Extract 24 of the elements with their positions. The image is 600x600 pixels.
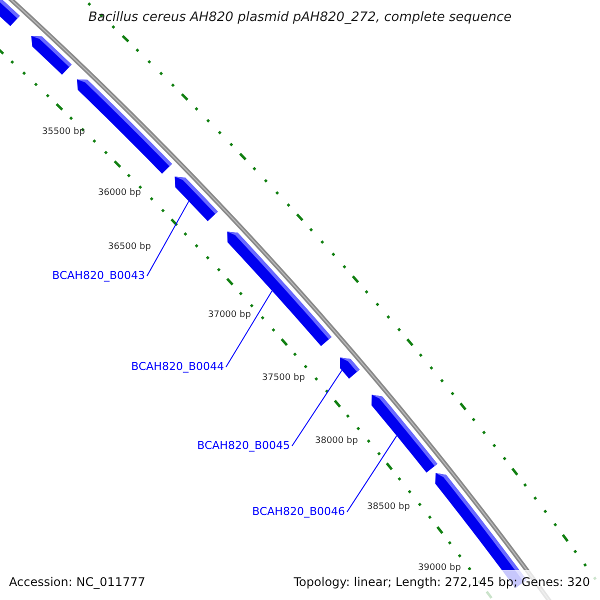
position-label: 37500 bp	[262, 374, 305, 383]
gene-bar	[372, 394, 438, 473]
position-label: 36000 bp	[98, 189, 141, 198]
leader-line	[226, 290, 273, 368]
gene-label: BCAH820_B0046	[252, 506, 345, 517]
position-label: 38500 bp	[367, 503, 410, 512]
position-label: 35500 bp	[42, 128, 85, 137]
gene-label: BCAH820_B0043	[52, 270, 145, 281]
leader-line	[346, 435, 398, 512]
position-label: 36500 bp	[108, 243, 151, 252]
accession-text: Accession: NC_011777	[9, 576, 146, 588]
gene-label: BCAH820_B0045	[197, 440, 290, 451]
position-label: 38000 bp	[315, 437, 358, 446]
leader-line	[146, 200, 190, 276]
gene-bar	[174, 176, 218, 222]
summary-text: Topology: linear; Length: 272,145 bp; Genes: 320	[294, 576, 590, 588]
gene-bar	[31, 36, 72, 75]
title: Bacillus cereus AH820 plasmid pAH820_272, complete sequence	[87, 11, 513, 24]
position-label: 37000 bp	[208, 311, 251, 320]
leader-line	[292, 370, 342, 446]
position-label: 39000 bp	[418, 564, 461, 573]
gene-bar	[340, 357, 360, 379]
gene-bar	[0, 0, 20, 26]
gene-label: BCAH820_B0044	[131, 361, 224, 372]
